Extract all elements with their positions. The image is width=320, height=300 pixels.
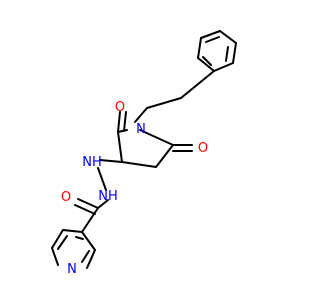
double-bond-inner [81, 250, 90, 263]
bond [81, 231, 96, 251]
bond [51, 229, 64, 249]
bond [213, 62, 234, 72]
double-bond-inner [225, 46, 229, 62]
bond [99, 159, 123, 163]
bond [121, 161, 157, 168]
carbonyl-bond [117, 111, 121, 133]
bond [139, 129, 174, 146]
double-bond-inner [57, 235, 68, 250]
carbonyl-bond [123, 111, 127, 132]
succinimide-ring [117, 129, 174, 168]
bond [232, 42, 237, 64]
bond [117, 131, 123, 163]
nitrogen-label-ring: N [136, 122, 146, 137]
bond [155, 144, 174, 168]
bond [62, 229, 83, 233]
double-bond-inner [205, 36, 220, 43]
nitrogen-label-pyridine: N [67, 262, 77, 277]
oxygen-label-top: O [115, 100, 125, 115]
double-bond-inner [202, 56, 212, 66]
bond [197, 57, 215, 72]
hydrazine-bond [97, 167, 107, 191]
bond-chain-1 [180, 70, 215, 99]
bond-chain-2 [146, 97, 182, 109]
bond [117, 129, 128, 133]
bond [200, 30, 221, 39]
bond [86, 249, 96, 269]
pyridine-ring [51, 229, 96, 269]
bond-chain-3 [134, 107, 148, 123]
bond [81, 207, 99, 233]
bond [197, 37, 202, 59]
amide-carbonyl-bond [74, 204, 96, 215]
oxygen-label-amide: O [61, 190, 71, 205]
molecule-diagram: O O O N NH NH N [51, 30, 237, 277]
nh-label-lower: NH [98, 189, 118, 204]
benzene-ring [197, 30, 237, 72]
amide-carbonyl-bond [77, 198, 99, 209]
nh-label-upper: NH [82, 155, 102, 170]
bond [51, 247, 59, 266]
oxygen-label-right: O [198, 141, 208, 156]
bond [97, 199, 109, 209]
bond [219, 30, 237, 44]
double-bond-inner [75, 236, 84, 240]
